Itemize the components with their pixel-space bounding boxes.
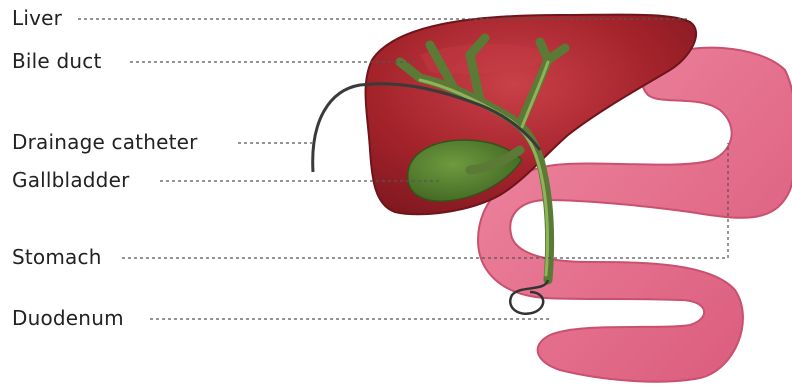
label-gallbladder: Gallbladder <box>12 168 130 192</box>
label-liver: Liver <box>12 6 62 30</box>
label-stomach: Stomach <box>12 245 102 269</box>
label-drainage-catheter: Drainage catheter <box>12 130 198 154</box>
label-duodenum: Duodenum <box>12 306 124 330</box>
label-bile-duct: Bile duct <box>12 49 102 73</box>
